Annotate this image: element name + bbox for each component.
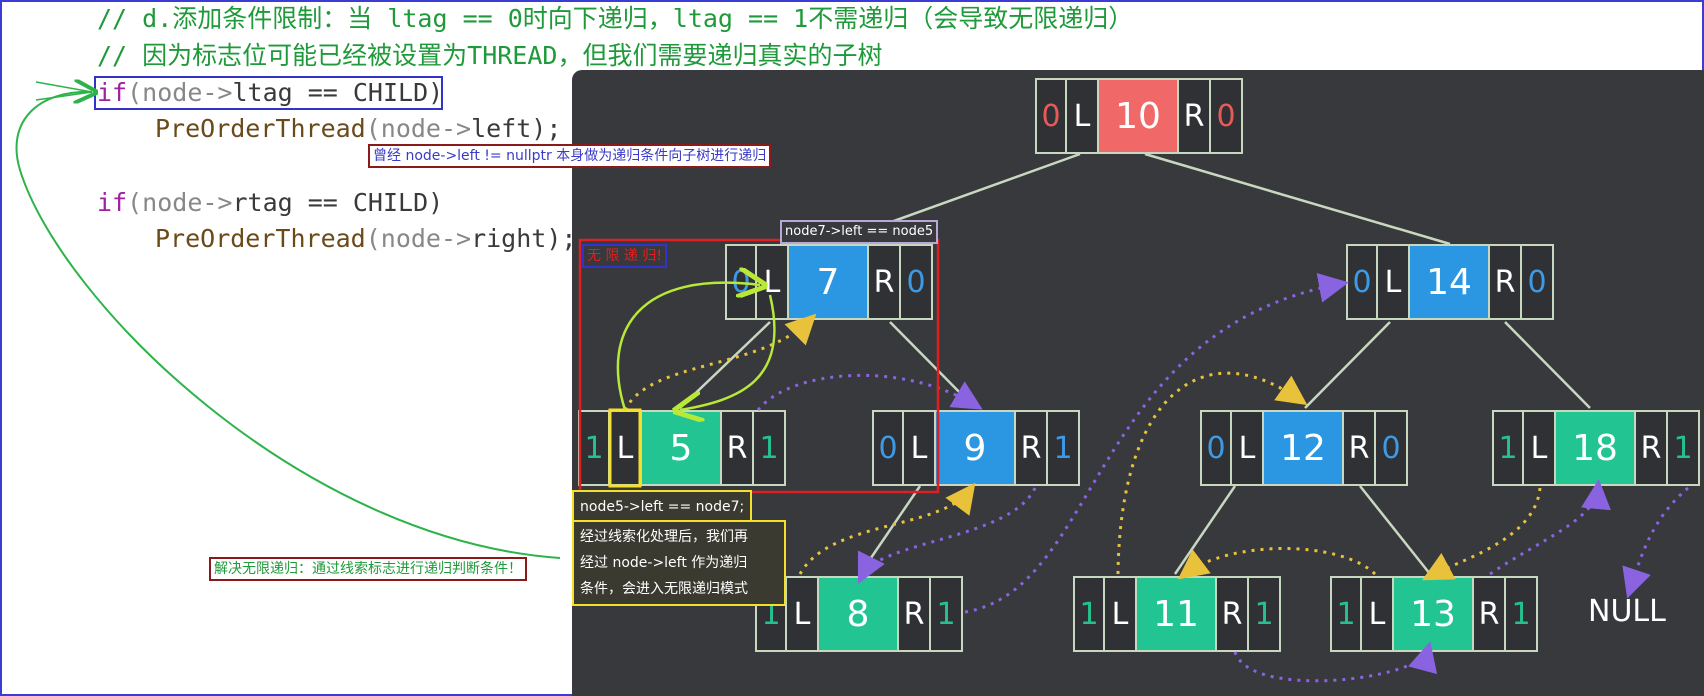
code-comment-line-1: // d.添加条件限制：当 ltag == 0时向下递归，ltag == 1不需… — [97, 4, 1134, 33]
code-node-access: (node-> — [365, 114, 472, 143]
infinite-recursion-note: 无 限 递 归! — [582, 244, 667, 268]
function-name: PreOrderThread — [155, 114, 366, 143]
code-right-arg: right); — [471, 224, 577, 253]
right-pointer-cell: R — [722, 412, 754, 484]
note-line: 经过线索化处理后，我们再 — [580, 529, 748, 545]
ltag-cell: 1 — [1075, 578, 1105, 650]
value-cell: 18 — [1556, 412, 1636, 484]
recursion-loop-arrows — [616, 283, 776, 410]
value-cell: 5 — [642, 412, 722, 484]
code-node-access: (node-> — [127, 78, 233, 107]
code-ltag-condition: ltag == CHILD) — [232, 78, 444, 107]
left-pointer-cell: L — [1105, 578, 1137, 650]
code-rtag-condition: rtag == CHILD) — [232, 188, 444, 217]
ltag-cell: 0 — [874, 412, 904, 484]
rtag-cell: 1 — [759, 430, 779, 466]
right-pointer-cell: R — [1490, 246, 1522, 318]
node5-left-note: node5->left == node7; — [572, 490, 753, 524]
left-pointer-cell: L — [1524, 412, 1556, 484]
solution-arrow-tip — [35, 81, 93, 93]
solution-arrow — [15, 92, 561, 559]
ltag-cell: 1 — [1332, 578, 1362, 650]
code-recurse-left-line: PreOrderThread(node->left); — [155, 112, 561, 146]
ltag-cell: 0 — [1202, 412, 1232, 484]
right-pointer-cell: R — [1217, 578, 1249, 650]
value-cell: 11 — [1137, 578, 1217, 650]
predecessor-threads — [623, 313, 1542, 581]
ltag-cell: 0 — [1348, 246, 1378, 318]
rtag-cell: 0 — [1527, 264, 1547, 300]
code-left-arg: left); — [471, 114, 562, 143]
tree-edges — [679, 152, 1591, 575]
rtag-cell: 0 — [1381, 430, 1401, 466]
right-pointer-cell: R — [1016, 412, 1048, 484]
code-if-rtag-line: if(node->rtag == CHILD) — [97, 186, 443, 220]
left-pointer-cell: L — [1362, 578, 1394, 650]
right-pointer-cell: R — [1344, 412, 1376, 484]
rtag-cell: 0 — [906, 264, 926, 300]
note-line: 经过 node->left 作为递归 — [580, 555, 748, 571]
infinite-recursion-region — [578, 238, 940, 494]
right-pointer-cell: R — [899, 578, 931, 650]
ltag-cell: 1 — [1494, 412, 1524, 484]
value-cell: 9 — [936, 412, 1016, 484]
value-cell: 8 — [819, 578, 899, 650]
null-label: NULL — [1588, 594, 1666, 629]
left-pointer-cell: L — [1378, 246, 1410, 318]
left-pointer-cell: L — [1232, 412, 1264, 484]
function-name: PreOrderThread — [155, 224, 366, 253]
rtag-cell: 1 — [936, 596, 956, 632]
left-pointer-cell: L — [1067, 80, 1099, 152]
old-condition-note: 曾经 node->left != nullptr 本身做为递归条件向子树进行递归 — [368, 144, 772, 168]
node5-left-highlight — [608, 408, 642, 488]
right-pointer-cell: R — [1179, 80, 1211, 152]
value-cell: 13 — [1394, 578, 1474, 650]
value-cell: 14 — [1410, 246, 1490, 318]
rtag-cell: 1 — [1254, 596, 1274, 632]
left-pointer-cell: L — [787, 578, 819, 650]
value-cell: 10 — [1099, 80, 1179, 152]
node7-left-note: node7->left == node5 — [780, 220, 939, 244]
code-if-ltag-line: if(node->ltag == CHILD) — [97, 76, 443, 110]
rtag-cell: 1 — [1053, 430, 1073, 466]
note-line: node5->left == node7; — [580, 499, 745, 515]
code-comment-line-2: // 因为标志位可能已经被设置为THREAD，但我们需要递归真实的子树 — [97, 41, 883, 70]
code-node-access: (node-> — [127, 188, 233, 217]
left-pointer-cell: L — [904, 412, 936, 484]
right-pointer-cell: R — [1474, 578, 1506, 650]
solution-arrow-tip — [35, 91, 93, 101]
ltag-cell: 0 — [1037, 80, 1067, 152]
keyword-if: if — [97, 188, 128, 217]
solution-note: 解决无限递归：通过线索标志进行递归判断条件！ — [209, 557, 527, 581]
successor-threads — [756, 273, 1689, 683]
rtag-cell: 0 — [1216, 98, 1236, 134]
code-recurse-right-line: PreOrderThread(node->right); — [155, 222, 576, 256]
value-cell: 12 — [1264, 412, 1344, 484]
right-pointer-cell: R — [869, 246, 901, 318]
rtag-cell: 1 — [1511, 596, 1531, 632]
code-node-access: (node-> — [365, 224, 472, 253]
note-line: 条件，会进入无限递归模式 — [580, 581, 748, 597]
rtag-cell: 1 — [1673, 430, 1693, 466]
node5-left-explanation: 经过线索化处理后，我们再 经过 node->left 作为递归 条件，会进入无限… — [572, 520, 786, 606]
right-pointer-cell: R — [1636, 412, 1668, 484]
keyword-if: if — [97, 78, 128, 107]
value-cell: 7 — [789, 246, 869, 318]
